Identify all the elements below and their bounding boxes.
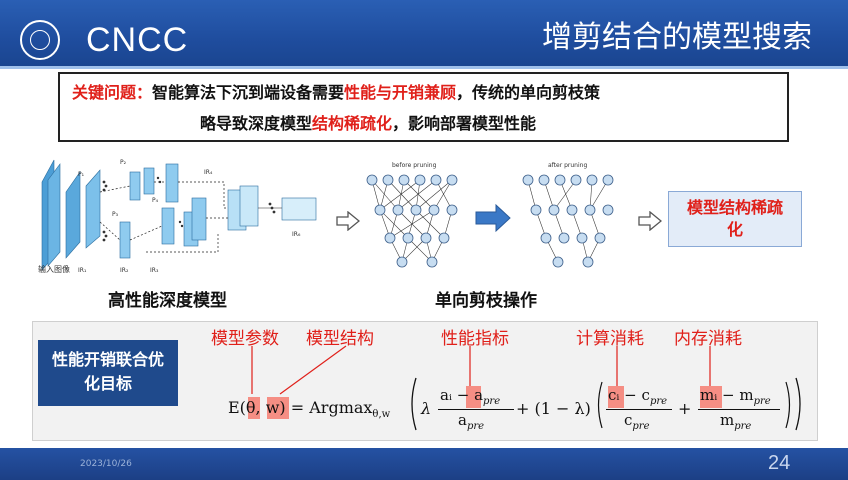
slide-header — [0, 0, 848, 66]
svg-text:IR₂: IR₂ — [120, 267, 129, 274]
highlight-w — [267, 397, 289, 419]
header-divider — [0, 66, 848, 69]
svg-text:P₃: P₃ — [112, 211, 119, 218]
pruning-arrow-icon — [475, 203, 511, 233]
formula-c-denominator: cpre — [624, 411, 650, 432]
label-compute-cost: 计算消耗 — [576, 329, 644, 349]
formula-a-denominator: apre — [458, 411, 485, 432]
key-issue-line-1: 关键问题：智能算法下沉到端设备需要性能与开销兼顾，传统的单向剪枝策 — [72, 83, 601, 102]
highlight-theta — [248, 397, 260, 419]
arrow-right-icon — [638, 211, 662, 231]
formula-m-numerator: mᵢ − mpre — [700, 386, 771, 407]
before-pruning-network: before pruning — [366, 162, 458, 268]
label-performance-metric: 性能指标 — [441, 329, 509, 349]
formula-paren-right — [785, 381, 791, 429]
cnn-architecture-diagram: 输入图像 IR₁ IR₂ IR₃ IR₄ P₁ P₂ P₃ P₄ IR₆ — [38, 159, 317, 274]
svg-text:IR₆: IR₆ — [292, 231, 301, 238]
key-issue-line-2: 略导致深度模型结构稀疏化，影响部署模型性能 — [200, 114, 537, 133]
slide-footer — [0, 448, 848, 480]
left-figure-caption: 高性能深度模型 — [108, 291, 227, 311]
label-model-params: 模型参数 — [211, 329, 279, 349]
sparse-structure-result: 模型结构稀疏化 — [668, 191, 802, 247]
fraction-bar-c — [606, 409, 672, 410]
label-memory-cost: 内存消耗 — [674, 329, 742, 349]
svg-text:IR₄: IR₄ — [204, 169, 213, 176]
fraction-bar-m — [698, 409, 780, 410]
after-pruning-network: after pruning — [522, 162, 614, 268]
arrow-right-icon — [336, 211, 360, 231]
formula-plus: + — [678, 399, 692, 418]
formula-c-numerator: cᵢ − cpre — [608, 386, 668, 407]
formula-big-paren-left — [411, 377, 417, 431]
highlight-c — [608, 386, 624, 408]
svg-text:after pruning: after pruning — [548, 162, 587, 169]
formula-a-numerator: aᵢ − apre — [440, 386, 501, 407]
svg-text:P₁: P₁ — [78, 171, 85, 178]
svg-text:P₂: P₂ — [120, 159, 127, 166]
highlight-a — [466, 386, 481, 408]
objective-title-box: 性能开销联合优化目标 — [38, 340, 178, 406]
formula-big-paren-right — [795, 377, 801, 431]
fraction-bar-a — [438, 409, 514, 410]
svg-text:before pruning: before pruning — [392, 162, 437, 169]
cncc-logo: CNCC — [86, 21, 189, 59]
formula-paren-left — [597, 381, 603, 429]
slide-page-number: 24 — [768, 452, 791, 474]
svg-text:IR₃: IR₃ — [150, 267, 159, 274]
input-image-label: 输入图像 — [38, 264, 70, 274]
slide-title: 增剪结合的模型搜索 — [542, 20, 812, 55]
label-model-structure: 模型结构 — [306, 329, 374, 349]
key-issue-box: 关键问题：智能算法下沉到端设备需要性能与开销兼顾，传统的单向剪枝策 略导致深度模… — [58, 72, 789, 142]
formula-m-denominator: mpre — [720, 411, 752, 432]
svg-text:IR₁: IR₁ — [78, 267, 87, 274]
svg-text:P₄: P₄ — [152, 197, 159, 204]
ccf-emblem-icon — [20, 20, 60, 60]
formula-lambda: λ — [421, 399, 432, 418]
formula-lhs: E(θ, w) = Argmaxθ,w — [228, 398, 391, 421]
slide-date: 2023/10/26 — [80, 459, 132, 469]
middle-figure-caption: 单向剪枝操作 — [435, 291, 537, 311]
formula-plus-one-minus-lambda: + (1 − λ) — [516, 399, 591, 418]
highlight-m — [700, 386, 722, 408]
